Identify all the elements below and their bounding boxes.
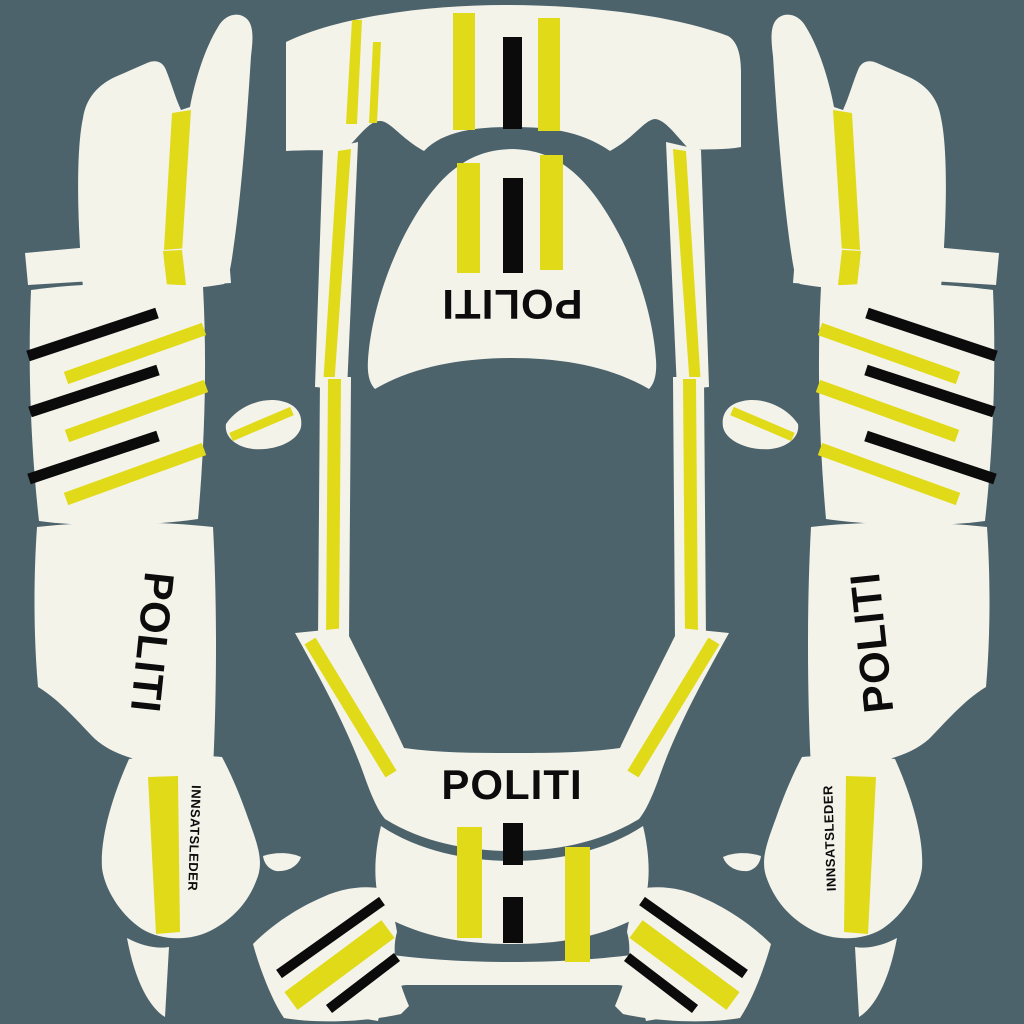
yellow-stripe	[817, 322, 961, 385]
yellow-stripe	[64, 379, 209, 443]
yellow-stripe	[369, 42, 381, 123]
black-stripe	[503, 823, 523, 865]
rear-quarter-panel	[295, 628, 729, 851]
left-innsatsleder-text: INNSATSLEDER	[185, 785, 204, 892]
right-rocker-panel	[764, 755, 923, 939]
black-stripe	[623, 953, 699, 1013]
left-fender-panel	[78, 14, 253, 291]
yellow-stripe	[730, 406, 795, 442]
left-rocker-panel	[101, 755, 260, 939]
black-stripe	[503, 37, 522, 129]
yellow-stripe	[63, 442, 207, 506]
black-stripe	[503, 897, 523, 943]
yellow-stripe	[323, 149, 351, 388]
black-stripe	[864, 364, 996, 418]
yellow-stripe	[453, 13, 475, 130]
yellow-stripe	[304, 637, 397, 778]
yellow-stripe	[627, 637, 720, 778]
yellow-stripe	[457, 163, 480, 273]
black-stripe	[27, 430, 160, 485]
yellow-stripe	[815, 379, 960, 443]
yellow-stripe	[538, 18, 560, 131]
yellow-stripe	[284, 920, 395, 1010]
black-stripe	[864, 430, 997, 485]
bumper-lip-panel	[335, 948, 689, 1021]
right-top-flap	[931, 247, 999, 285]
black-stripe	[28, 364, 160, 418]
hood-politi-text: POLITI	[441, 281, 582, 328]
right-mudflap	[855, 938, 897, 1017]
right-innsatsleder-text: INNSATSLEDER	[820, 785, 839, 892]
yellow-stripe	[565, 847, 590, 962]
yellow-stripe	[163, 250, 186, 286]
yellow-stripe	[683, 379, 698, 638]
black-stripe	[325, 953, 401, 1013]
yellow-stripe	[229, 406, 294, 442]
yellow-stripe	[163, 110, 191, 268]
black-stripe	[865, 307, 998, 362]
yellow-stripe	[346, 20, 362, 124]
right-fender-panel	[771, 14, 946, 291]
left-door-panel	[34, 522, 216, 769]
yellow-stripe	[540, 155, 563, 270]
left-mudflap	[127, 938, 169, 1017]
yellow-stripe	[457, 827, 482, 938]
yellow-stripe	[63, 322, 207, 385]
right-door-panel	[808, 522, 990, 769]
black-stripe	[276, 896, 385, 979]
left-small-tab	[263, 853, 301, 872]
yellow-stripe	[629, 920, 740, 1010]
yellow-stripe	[673, 149, 701, 388]
right-small-tab	[723, 853, 761, 872]
black-stripe	[503, 178, 523, 273]
rear-politi-text: POLITI	[441, 761, 582, 808]
yellow-stripe	[148, 776, 180, 934]
black-stripe	[26, 307, 159, 362]
yellow-stripe	[817, 442, 961, 506]
yellow-stripe	[833, 110, 861, 268]
yellow-stripe	[326, 379, 341, 638]
yellow-stripe	[844, 776, 876, 934]
left-top-flap	[25, 247, 93, 285]
yellow-stripe	[838, 250, 861, 286]
black-stripe	[639, 896, 748, 979]
